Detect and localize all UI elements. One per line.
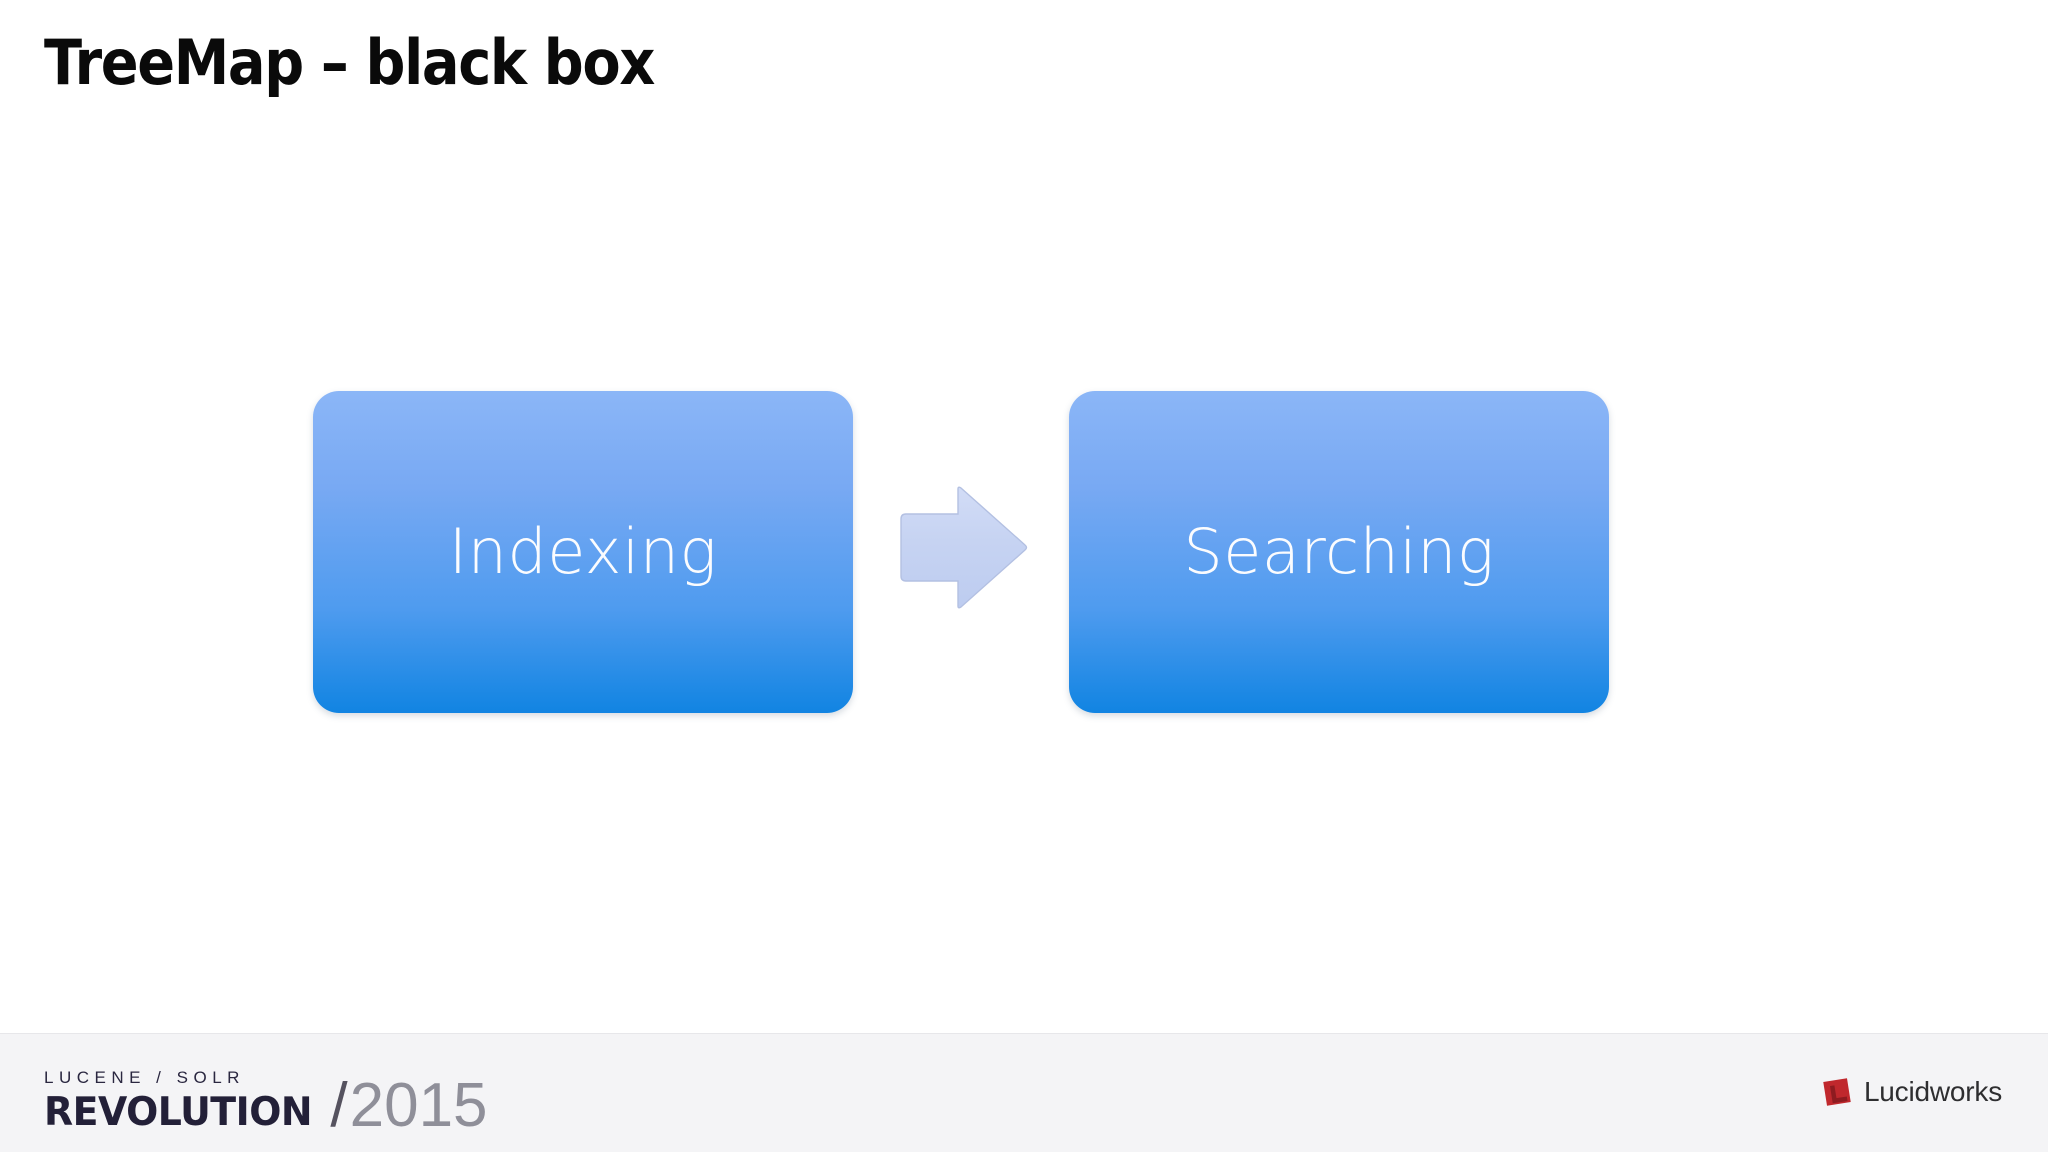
event-logo-year: 2015 xyxy=(349,1071,488,1140)
revolution-wordmark: LUCENE / SOLR REVOLUTION xyxy=(44,1069,320,1132)
event-logo-slash: / xyxy=(330,1071,348,1140)
slide-footer: LUCENE / SOLR REVOLUTION /2015 xyxy=(0,1033,2048,1152)
page-title: TreeMap – black box xyxy=(44,26,655,99)
flow-diagram: Indexing Searching xyxy=(313,391,1609,713)
lucidworks-name: Lucidworks xyxy=(1863,1076,2002,1107)
process-box-searching[interactable]: Searching xyxy=(1069,391,1609,713)
event-logo: LUCENE / SOLR REVOLUTION /2015 xyxy=(44,1061,488,1140)
event-logo-year-group: /2015 xyxy=(330,1070,487,1141)
process-box-label: Indexing xyxy=(448,515,718,588)
company-logo: Lucidworks xyxy=(1822,1076,2002,1108)
process-box-indexing[interactable]: Indexing xyxy=(313,391,853,713)
event-logo-kicker: LUCENE / SOLR xyxy=(44,1068,245,1087)
process-box-label: Searching xyxy=(1183,515,1495,588)
lucidworks-mark-icon xyxy=(1822,1077,1852,1107)
event-logo-word: REVOLUTION xyxy=(44,1090,313,1135)
right-arrow-icon xyxy=(898,485,1028,610)
